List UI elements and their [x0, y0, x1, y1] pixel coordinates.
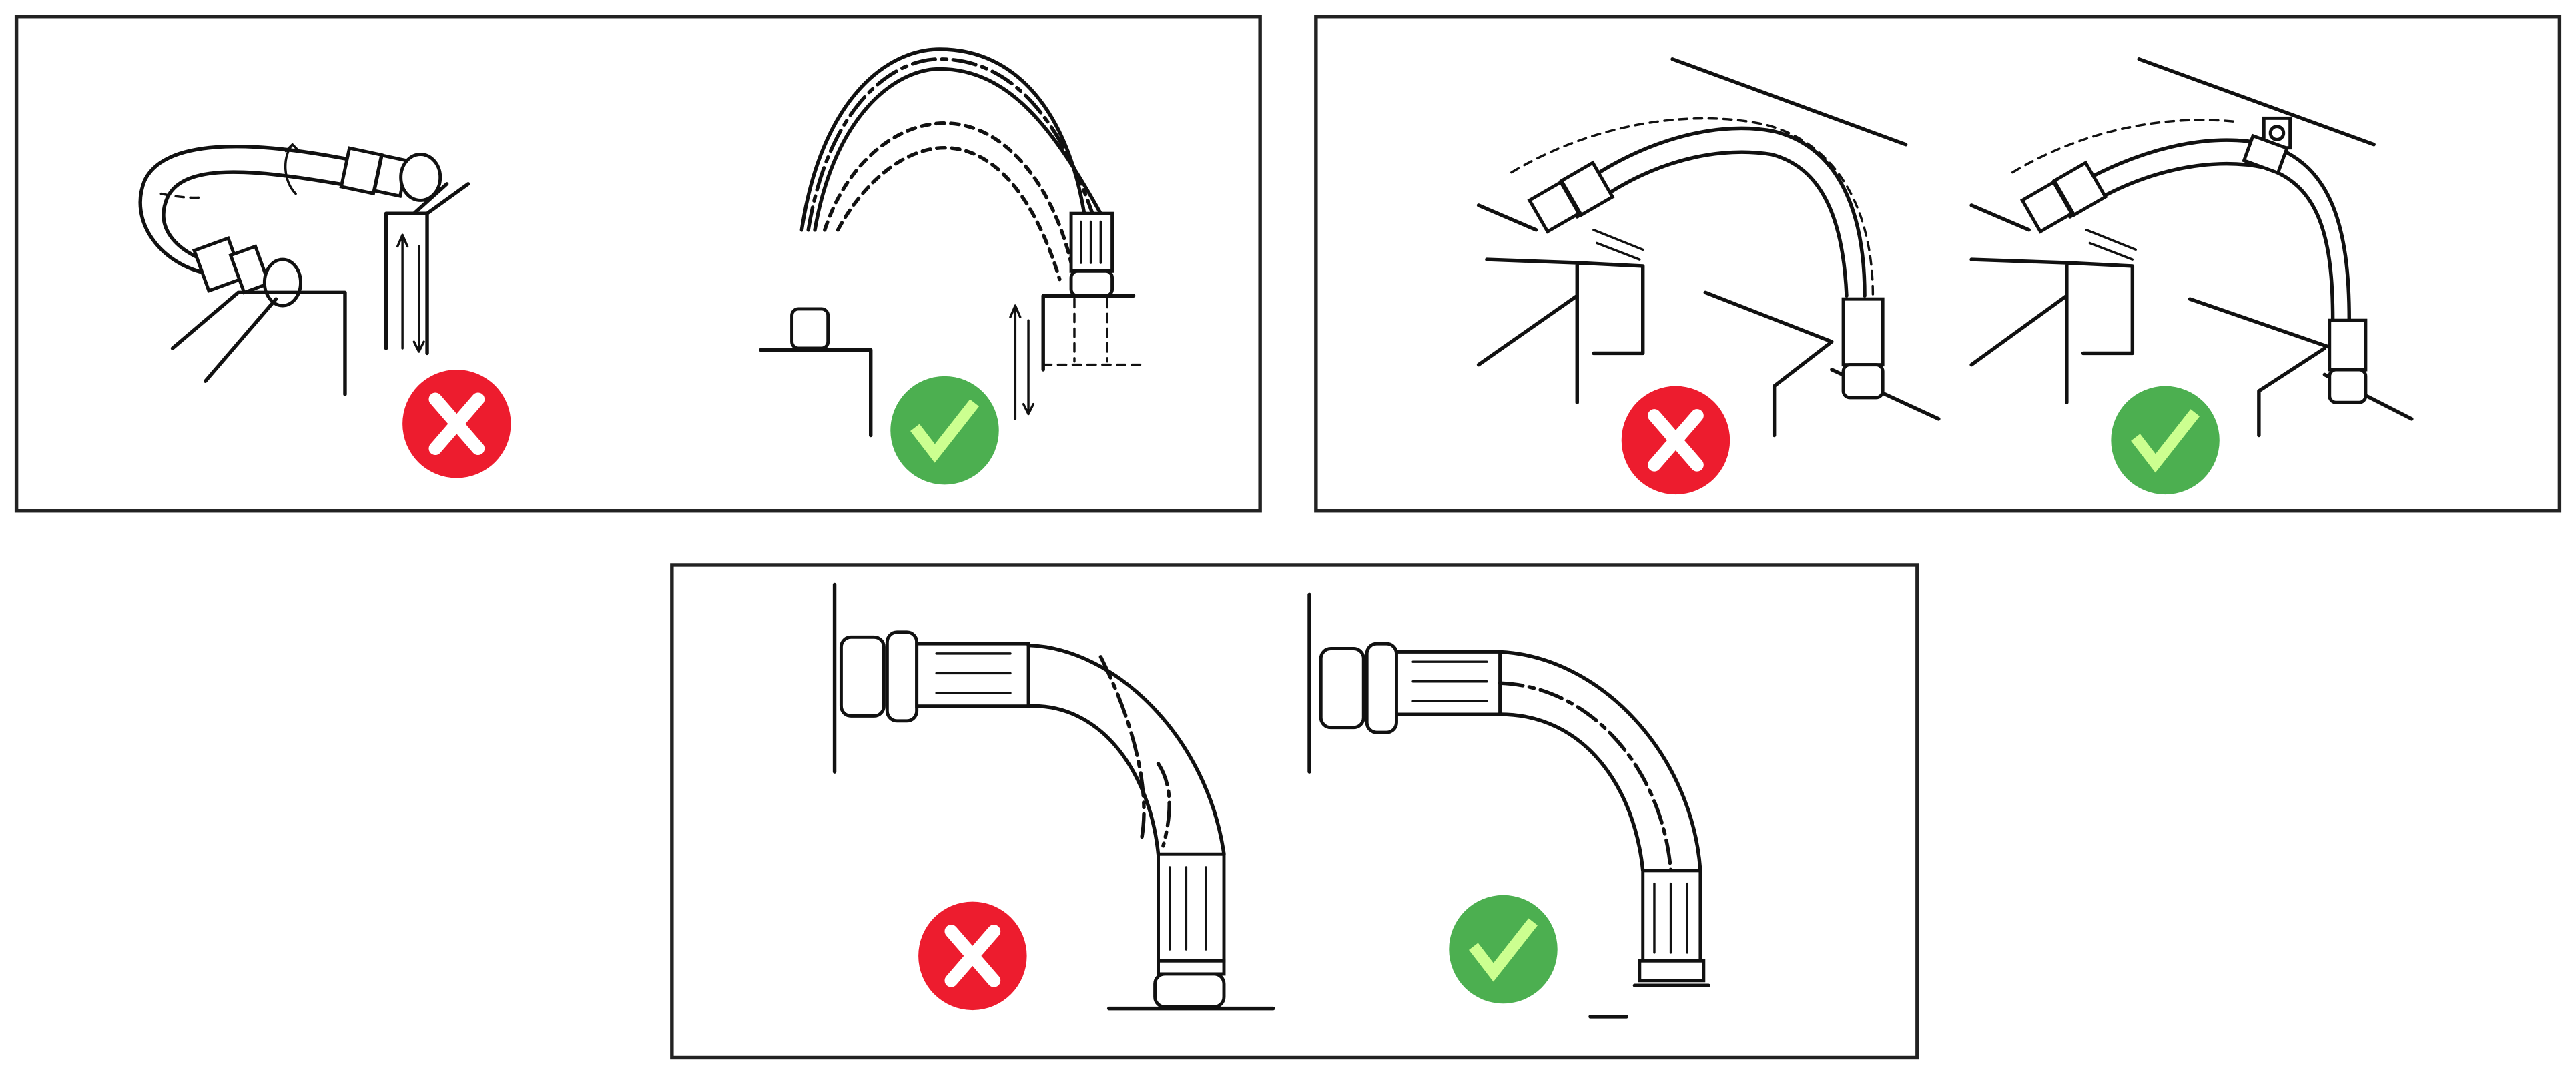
- correct-clamped-hose-illustration: [1969, 57, 2414, 494]
- panel-clamping: [1314, 15, 2562, 513]
- check-icon: [2111, 386, 2219, 494]
- correct-gradual-bend-illustration: [1307, 592, 1710, 1019]
- cross-icon: [918, 902, 1026, 1010]
- incorrect-sharp-bend-illustration: [832, 582, 1275, 1011]
- incorrect-unsupported-hose-illustration: [1476, 57, 1941, 494]
- panel-bend-radius: [670, 563, 1919, 1060]
- cross-icon: [402, 370, 511, 478]
- panel-twisting: [14, 15, 1262, 513]
- cross-icon: [1622, 386, 1730, 494]
- check-icon: [1449, 895, 1557, 1003]
- incorrect-twisted-hose-illustration: [138, 143, 511, 478]
- correct-hose-illustration: [759, 47, 1147, 484]
- check-icon: [890, 376, 998, 484]
